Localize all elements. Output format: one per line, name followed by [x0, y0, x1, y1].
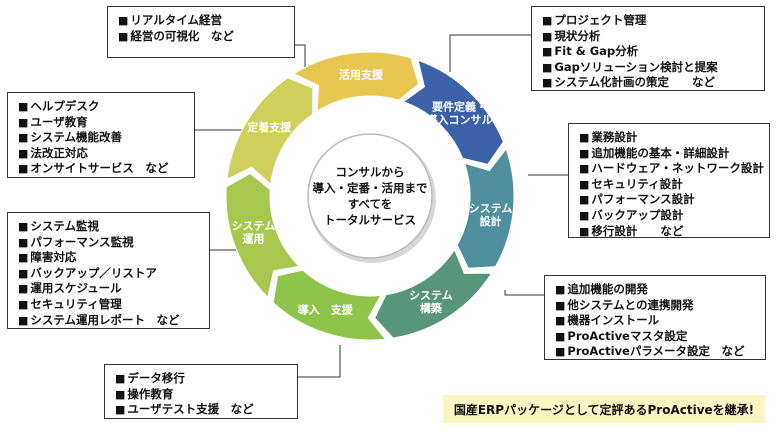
segment-label-requirements: 要件定義・導入コンサル — [427, 100, 493, 127]
box-item: パフォーマンス設計 — [579, 192, 761, 208]
proactive-banner: 国産ERPパッケージとして定評あるProActiveを継承! — [443, 395, 765, 423]
segment-requirements — [402, 59, 504, 165]
segment-label-operation: システム運用 — [232, 219, 276, 245]
box-item: 移行設計 など — [579, 224, 761, 240]
box-item: Gapソリューション検討と提案 — [542, 60, 756, 76]
center-circle — [307, 133, 433, 259]
box-item: ハードウェア・ネットワーク設計 — [579, 161, 764, 177]
segment-establish — [226, 77, 314, 186]
box-item: セキュリティ設計 — [579, 177, 761, 193]
box-item: Fit & Gap分析 — [542, 44, 756, 60]
box-build: 追加機能の開発他システムとの連携開発機器インストールProActiveマスタ設定… — [544, 275, 766, 360]
connector-requirements — [449, 34, 531, 72]
box-utilize: リアルタイム経営経営の可視化 など — [107, 6, 295, 58]
box-item: バックアップ／リストア — [18, 266, 201, 282]
box-design: 業務設計追加機能の基本・詳細設計ハードウェア・ネットワーク設計セキュリティ設計パ… — [568, 123, 770, 238]
box-item: 他システムとの連携開発 — [555, 298, 757, 314]
box-item: システム監視 — [18, 219, 201, 235]
box-requirements: プロジェクト管理現状分析Fit & Gap分析Gapソリューション検討と提案シス… — [531, 6, 765, 91]
box-item: オンサイトサービス など — [18, 161, 186, 177]
box-item: システム機能改善 — [18, 130, 186, 146]
segment-utilize — [292, 51, 420, 113]
box-item: プロジェクト管理 — [542, 13, 756, 29]
box-item: バックアップ設計 — [579, 208, 761, 224]
box-establish: ヘルプデスクユーザ教育システム機能改善法改正対応オンサイトサービス など — [7, 92, 195, 178]
box-item: ユーザテスト支援 など — [115, 402, 289, 418]
box-item: 現状分析 — [542, 29, 756, 45]
box-item: 経営の可視化 など — [118, 29, 286, 45]
box-item: システム化計画の策定 など — [542, 75, 756, 91]
segment-operation — [225, 172, 301, 299]
box-item: 追加機能の開発 — [555, 282, 757, 298]
box-operation: システム監視パフォーマンス監視障害対応バックアップ／リストア運用スケジュールセキ… — [7, 212, 210, 329]
segment-build — [374, 248, 493, 339]
box-item: ProActiveマスタ設定 — [555, 329, 757, 345]
box-item: ProActiveパラメータ設定 など — [555, 344, 757, 360]
segment-design — [456, 147, 515, 269]
segment-label-deploy: 導入 支援 — [298, 303, 354, 317]
box-item: ユーザ教育 — [18, 115, 186, 131]
box-item: 法改正対応 — [18, 146, 186, 162]
box-item: 機器インストール — [555, 313, 757, 329]
box-item: データ移行 — [115, 371, 289, 387]
box-item: 業務設計 — [579, 130, 761, 146]
box-item: パフォーマンス監視 — [18, 235, 201, 251]
box-item: 運用スケジュール — [18, 281, 201, 297]
center-text: コンサルから導入・定番・活用まですべてをトータルサービス — [313, 165, 428, 227]
connector-build — [504, 290, 544, 296]
segment-label-build: システム構築 — [409, 289, 453, 315]
segment-deploy — [272, 269, 387, 341]
segment-label-design: システム設計 — [469, 202, 513, 228]
connector-deploy — [298, 345, 341, 378]
box-item: 障害対応 — [18, 250, 201, 266]
box-item: システム運用レポート など — [18, 313, 201, 329]
box-item: ヘルプデスク — [18, 99, 186, 115]
box-deploy: データ移行操作教育ユーザテスト支援 など — [104, 364, 298, 419]
box-item: 操作教育 — [115, 387, 289, 403]
box-item: セキュリティ管理 — [18, 297, 201, 313]
connector-utilize — [295, 44, 306, 68]
segment-label-utilize: 活用支援 — [339, 67, 384, 81]
segment-label-establish: 定着支援 — [247, 120, 292, 134]
box-item: リアルタイム経営 — [118, 13, 286, 29]
box-item: 追加機能の基本・詳細設計 — [579, 146, 761, 162]
